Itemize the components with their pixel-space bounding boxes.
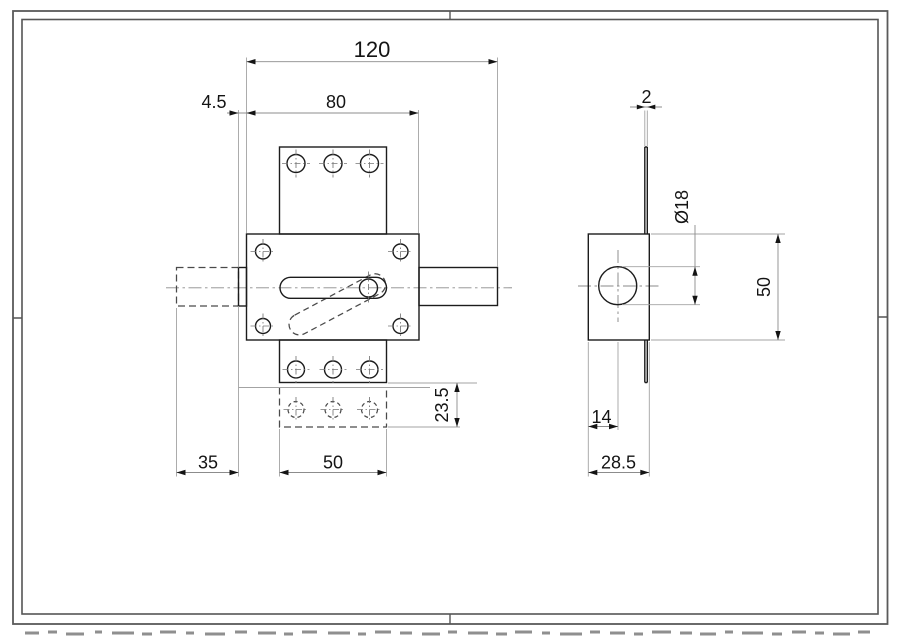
centering-marks bbox=[13, 11, 888, 624]
bolt-retracted-dashed bbox=[175, 266, 240, 307]
dim-plate-width-label: 50 bbox=[323, 453, 343, 473]
bolt-extended bbox=[418, 266, 499, 307]
dim-keeper-offset-label: 23.5 bbox=[432, 387, 452, 422]
handle-slot bbox=[279, 276, 388, 299]
dim-body-depth-label: 28.5 bbox=[601, 453, 636, 473]
dim-plate-thickness-label: 2 bbox=[641, 87, 651, 107]
dim-bolt-travel-label: 35 bbox=[198, 453, 218, 473]
keeper-plate-dashed bbox=[278, 387, 388, 428]
hidden-geometry bbox=[175, 266, 388, 428]
lock-body-side bbox=[587, 233, 650, 341]
side-outlines bbox=[587, 146, 650, 384]
dim-knob-diameter-label: Ø18 bbox=[672, 190, 692, 224]
dim-hole-center-offset-label: 14 bbox=[591, 407, 611, 427]
dim-body-height-label: 50 bbox=[754, 277, 774, 297]
dimension-arrows bbox=[176, 59, 781, 476]
front-outlines bbox=[237, 146, 499, 384]
bottom-cutoff-artifact bbox=[25, 630, 870, 636]
dim-bolt-offset-label: 4.5 bbox=[201, 92, 226, 112]
outer-border bbox=[12, 10, 889, 625]
hole-crosshairs bbox=[250, 149, 413, 422]
slot-rotated-dashed bbox=[288, 273, 387, 336]
front-view bbox=[166, 146, 512, 428]
inner-border bbox=[21, 18, 879, 615]
dimension-lines bbox=[176, 61, 779, 473]
dim-total-length-label: 120 bbox=[354, 37, 391, 62]
top-mounting-plate bbox=[278, 146, 388, 235]
sheet-border bbox=[12, 10, 889, 625]
extension-lines bbox=[176, 57, 785, 477]
mounting-plate-edge bbox=[644, 146, 648, 384]
knob-hole-side bbox=[598, 266, 638, 306]
dim-body-width-label: 80 bbox=[326, 92, 346, 112]
bolt-guide bbox=[237, 266, 248, 307]
side-view bbox=[578, 146, 660, 384]
